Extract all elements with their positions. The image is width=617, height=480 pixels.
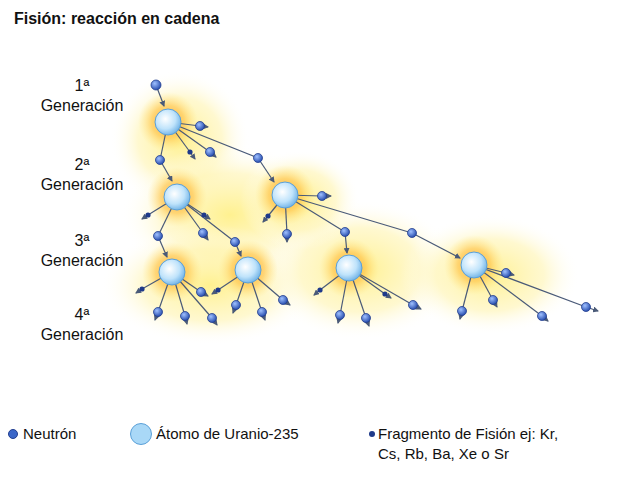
neutron-dot	[208, 314, 217, 323]
uranium-atom	[336, 255, 362, 281]
atom-halo	[319, 238, 379, 298]
neutron-dot	[489, 296, 498, 305]
neutron-dot	[232, 301, 241, 310]
legend-text: Neutrón	[23, 424, 76, 444]
generation-label-holder: 2ª Generación	[36, 155, 128, 195]
uranium-atom	[461, 252, 487, 278]
legend-swatch	[8, 429, 18, 439]
yellow-glow	[400, 215, 580, 335]
legend-text: Átomo de Uranio-235	[156, 424, 299, 444]
generation-label-holder: 4ª Generación	[36, 305, 128, 345]
trajectory-line	[412, 233, 460, 258]
legend-swatch	[130, 423, 152, 445]
legend-entry: Fragmento de Fisión ej: Kr, Cs, Rb, Ba, …	[378, 424, 568, 464]
neutron-dot	[582, 303, 591, 312]
atom-halo	[147, 167, 207, 227]
fission-fragment	[139, 149, 387, 296]
uranium-atom	[272, 182, 298, 208]
neutron-dot	[336, 311, 345, 320]
yellow-glow	[100, 70, 580, 345]
generation-label: 2ª Generación	[36, 155, 128, 195]
neutron-dot	[154, 308, 163, 317]
fission-fragment	[145, 212, 150, 217]
generation-label-holder: 1ª Generación	[36, 76, 128, 116]
trajectory-line	[136, 85, 598, 326]
neutron-dot	[199, 229, 208, 238]
trajectory-line	[285, 195, 412, 233]
neutron-dot	[279, 296, 288, 305]
title-holder: Fisión: reacción en cadena	[14, 9, 219, 29]
legend-text: Fragmento de Fisión ej: Kr, Cs, Rb, Ba, …	[378, 424, 568, 464]
generation-label-holder: 3ª Generación	[36, 231, 128, 271]
neutron-dot	[231, 238, 240, 247]
fission-fragment	[265, 213, 270, 218]
generation-label: 4ª Generación	[36, 305, 128, 345]
diagram-title: Fisión: reacción en cadena	[14, 9, 219, 29]
neutron-dot	[458, 307, 467, 316]
neutron-dot	[197, 288, 206, 297]
neutron-dot	[362, 314, 371, 323]
fission-fragment	[201, 212, 206, 217]
uranium-atom	[155, 109, 487, 285]
legend-entry: Neutrón	[23, 424, 76, 444]
neutron-dot	[151, 80, 161, 90]
generation-label: 1ª Generación	[36, 76, 128, 116]
atom-halo	[444, 235, 504, 295]
uranium-atom	[235, 257, 261, 283]
fission-fragment	[139, 286, 144, 291]
legend-swatch	[369, 431, 375, 437]
trajectory-line	[474, 265, 586, 307]
neutron-dot	[258, 308, 267, 317]
fission-fragment	[215, 287, 220, 292]
neutron-dot	[196, 122, 205, 131]
neutron-dot	[409, 301, 418, 310]
neutron-dot	[341, 228, 350, 237]
fission-fragment	[317, 287, 322, 292]
uranium-atom	[155, 109, 181, 135]
uranium-atom	[164, 184, 190, 210]
neutron-dot	[181, 312, 190, 321]
atom-halo	[138, 92, 198, 152]
legend-entry: Átomo de Uranio-235	[156, 424, 299, 444]
neutron-dot	[154, 232, 163, 241]
neutron-dot	[156, 156, 165, 165]
atom-halo	[138, 92, 504, 302]
fission-fragment	[382, 291, 387, 296]
neutron-dot	[318, 192, 327, 201]
neutron-dot	[538, 312, 547, 321]
trajectory-line	[168, 122, 258, 158]
neutron-dot	[151, 80, 591, 323]
atom-halo	[218, 240, 278, 300]
fission-fragment	[187, 149, 192, 154]
uranium-atom	[159, 259, 185, 285]
neutron-dot	[206, 148, 215, 157]
neutron-dot	[408, 229, 417, 238]
neutron-dot	[254, 154, 263, 163]
generation-label: 3ª Generación	[36, 231, 128, 271]
neutron-dot	[502, 269, 511, 278]
neutron-dot	[283, 230, 292, 239]
atom-halo	[142, 242, 202, 302]
